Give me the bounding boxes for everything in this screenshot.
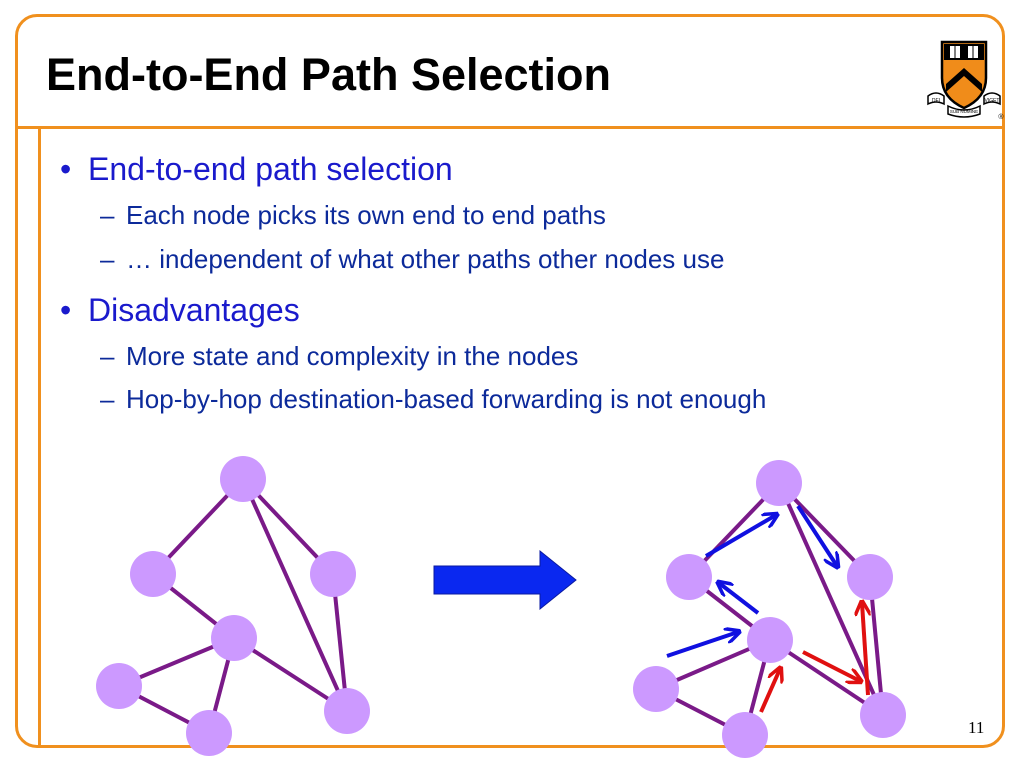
graph-node bbox=[756, 460, 802, 506]
graph-after-nodes bbox=[633, 460, 906, 758]
path-arrow bbox=[796, 504, 837, 566]
graph-node bbox=[220, 456, 266, 502]
sub-bullet-text: Each node picks its own end to end paths bbox=[126, 200, 606, 231]
logo-motto-right: VIGET bbox=[984, 98, 999, 104]
sub-bullet-text: Hop-by-hop destination-based forwarding … bbox=[126, 384, 767, 415]
sub-bullet-item: –Hop-by-hop destination-based forwarding… bbox=[100, 384, 767, 415]
graph-node bbox=[666, 554, 712, 600]
path-arrow bbox=[704, 515, 776, 558]
blue-path bbox=[666, 504, 837, 658]
sub-bullet-item: –… independent of what other paths other… bbox=[100, 243, 725, 274]
path-arrow bbox=[666, 632, 738, 658]
graph-node bbox=[633, 666, 679, 712]
slide-title: End-to-End Path Selection bbox=[46, 49, 612, 100]
graph-node bbox=[747, 617, 793, 663]
title-divider bbox=[15, 126, 1005, 129]
graph-node bbox=[211, 615, 257, 661]
bullet-list: •End-to-end path selection –Each node pi… bbox=[60, 150, 990, 416]
sub-bullet-text: … independent of what other paths other … bbox=[126, 243, 725, 274]
graph-node bbox=[186, 710, 232, 756]
graph-node bbox=[324, 688, 370, 734]
princeton-shield-logo: DEI SUB NUMINE VIGET ® bbox=[927, 40, 1004, 121]
graph-edge bbox=[868, 576, 885, 716]
path-arrow bbox=[802, 650, 860, 681]
graph-node bbox=[722, 712, 768, 758]
logo-registered-mark: ® bbox=[998, 113, 1004, 121]
graph-before-nodes bbox=[96, 456, 370, 756]
graph-node bbox=[847, 554, 893, 600]
graph-node bbox=[130, 551, 176, 597]
slide-frame bbox=[15, 14, 1005, 748]
graph-before bbox=[118, 477, 349, 735]
path-arrow bbox=[862, 603, 868, 696]
sub-bullet-text: More state and complexity in the nodes bbox=[126, 341, 579, 372]
red-path bbox=[759, 603, 868, 713]
left-margin-rule bbox=[38, 126, 41, 748]
page-number: 11 bbox=[968, 718, 985, 737]
path-arrow bbox=[759, 669, 780, 713]
graph-edge bbox=[241, 478, 349, 712]
bullet-item: •Disadvantages bbox=[60, 291, 300, 328]
transition-arrow-icon bbox=[433, 549, 577, 611]
bullet-text: End-to-end path selection bbox=[88, 151, 453, 187]
logo-motto-left: DEI bbox=[932, 98, 940, 104]
sub-bullet-item: –More state and complexity in the nodes bbox=[100, 341, 579, 372]
graph-node bbox=[860, 692, 906, 738]
bullet-item: •End-to-end path selection bbox=[60, 151, 453, 187]
graph-node bbox=[96, 663, 142, 709]
logo-motto-center: SUB NUMINE bbox=[950, 109, 978, 114]
path-arrow bbox=[719, 583, 760, 615]
sub-bullet-item: –Each node picks its own end to end path… bbox=[100, 200, 606, 231]
graph-node bbox=[310, 551, 356, 597]
bullet-text: Disadvantages bbox=[88, 291, 300, 328]
